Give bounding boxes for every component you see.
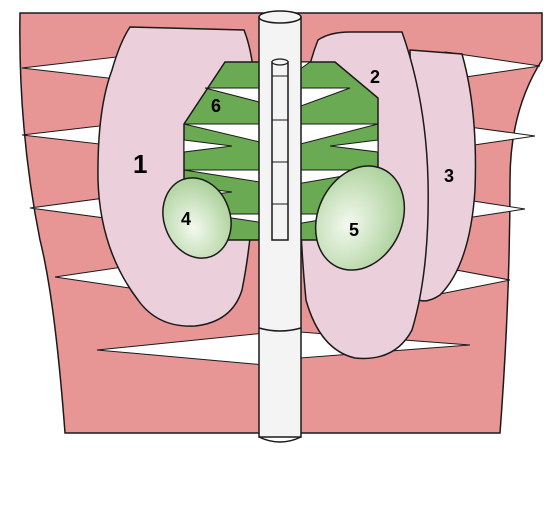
organ-4 bbox=[162, 177, 232, 259]
spine-segment-1 bbox=[258, 327, 302, 332]
label-organ-5: 5 bbox=[349, 220, 359, 240]
label-organ-3: 3 bbox=[444, 166, 454, 186]
organ-5 bbox=[314, 165, 406, 271]
spine-top-cap bbox=[258, 10, 302, 24]
inner-spine bbox=[271, 58, 289, 241]
inner-spine-top-cap bbox=[271, 58, 289, 66]
label-organ-1: 1 bbox=[133, 149, 147, 179]
label-organ-2: 2 bbox=[370, 67, 380, 87]
inner-spine-column bbox=[271, 61, 289, 241]
label-organ-4: 4 bbox=[181, 209, 191, 229]
label-organ-6: 6 bbox=[211, 96, 221, 116]
spine-bottom-cap bbox=[258, 436, 302, 443]
